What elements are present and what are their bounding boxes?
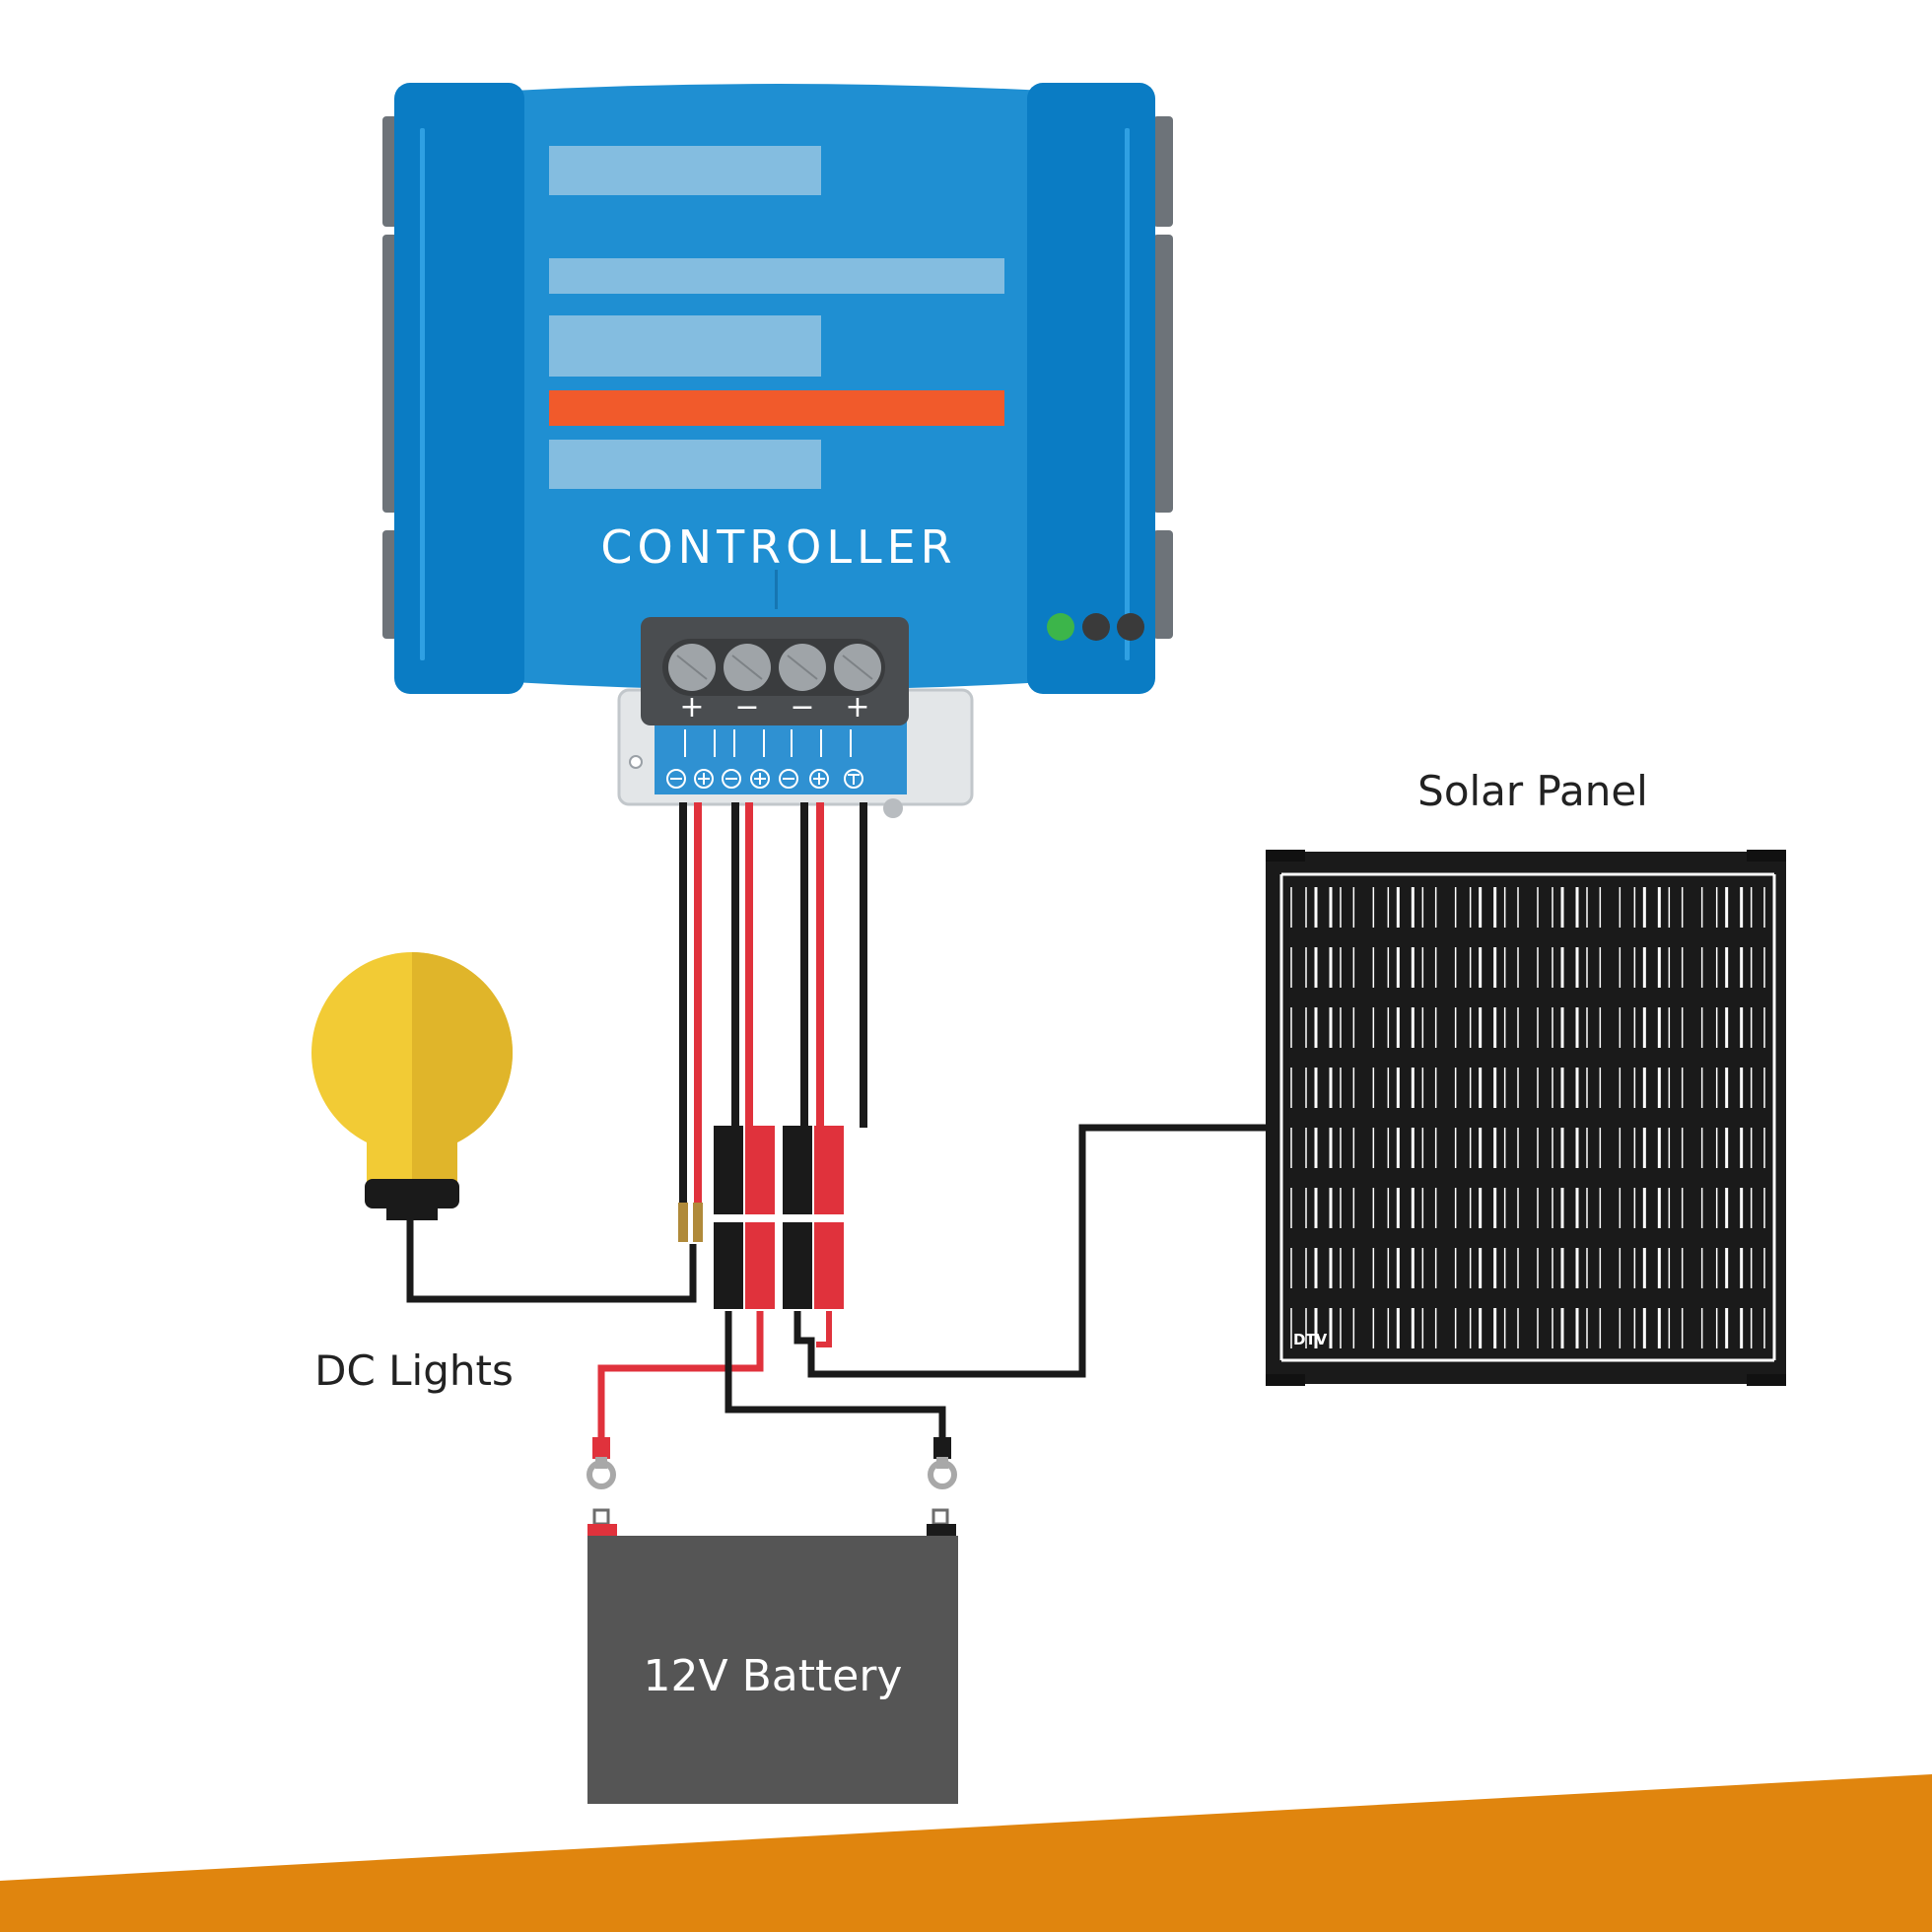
ring-terminal-icon <box>928 1437 957 1489</box>
display-bar <box>549 258 1004 294</box>
controller-cables <box>679 802 867 1228</box>
status-led-icon <box>1047 613 1074 641</box>
display-bar <box>549 315 821 377</box>
ring-terminal-icon <box>586 1437 616 1489</box>
terminal-sign: + <box>679 690 705 724</box>
solar-panel <box>1266 850 1786 1386</box>
panel-brand-logo: DTV <box>1293 1331 1328 1348</box>
battery <box>587 1508 958 1804</box>
display-bar <box>549 146 821 195</box>
battery-label: 12V Battery <box>643 1651 903 1701</box>
footer-stripe <box>0 1774 1932 1932</box>
terminal-sign: + <box>845 690 870 724</box>
display-bar <box>549 440 821 489</box>
light-bulb-icon <box>311 952 513 1220</box>
solar-cells <box>1290 887 1765 1348</box>
terminal-housing <box>641 617 909 725</box>
accent-bar <box>549 390 1004 426</box>
terminal-sign: − <box>734 690 760 724</box>
controller-label: CONTROLLER <box>600 520 957 574</box>
dc-lights-label: DC Lights <box>314 1346 514 1395</box>
solar-wire <box>794 1124 1266 1378</box>
battery-negative-wire <box>724 1311 946 1441</box>
terminal-sign: − <box>790 690 815 724</box>
charge-controller <box>382 83 1173 694</box>
status-led-icon <box>1117 613 1144 641</box>
battery-positive-wire <box>597 1311 764 1441</box>
solar-wire <box>816 1311 832 1347</box>
status-led-icon <box>1082 613 1110 641</box>
power-connectors <box>678 1126 844 1309</box>
solar-panel-label: Solar Panel <box>1417 767 1648 815</box>
lights-wire <box>406 1218 697 1303</box>
